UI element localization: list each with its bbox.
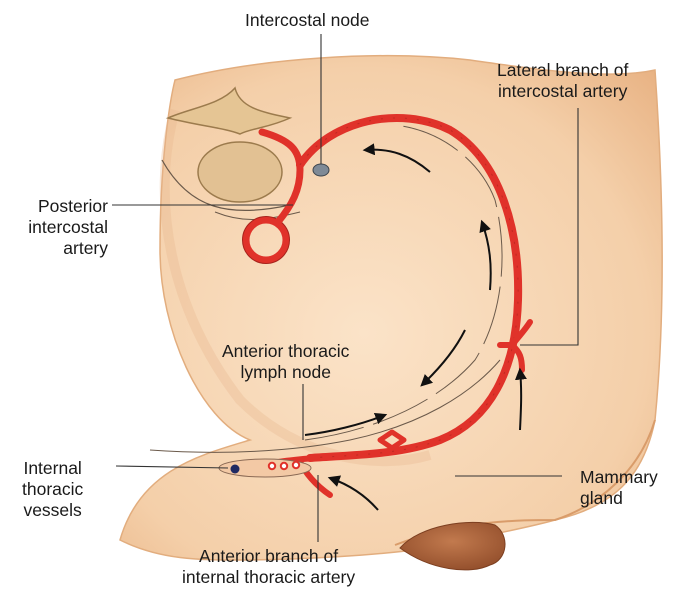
- label-internal-thoracic-line2: thoracic: [22, 479, 83, 500]
- label-anterior-branch-line1: Anterior branch of: [182, 546, 355, 567]
- vertebral-body: [198, 142, 282, 202]
- flow-arrow-lateral: [520, 370, 521, 430]
- label-lateral-branch: Lateral branch of intercostal artery: [497, 60, 628, 102]
- label-lateral-branch-line1: Lateral branch of: [497, 60, 628, 81]
- label-internal-thoracic-vessels: Internal thoracic vessels: [22, 458, 83, 521]
- label-mammary-gland: Mammary gland: [580, 467, 658, 509]
- label-anterior-thoracic-line1: Anterior thoracic: [222, 341, 349, 362]
- label-intercostal-node-text: Intercostal node: [245, 10, 370, 31]
- label-anterior-branch-line2: internal thoracic artery: [182, 567, 355, 588]
- label-mammary-line1: Mammary: [580, 467, 658, 488]
- label-posterior-line2: intercostal: [28, 217, 108, 238]
- label-lateral-branch-line2: intercostal artery: [497, 81, 628, 102]
- label-anterior-branch: Anterior branch of internal thoracic art…: [182, 546, 355, 588]
- label-intercostal-node: Intercostal node: [245, 10, 370, 31]
- label-anterior-thoracic-lymph-node: Anterior thoracic lymph node: [222, 341, 349, 383]
- label-internal-thoracic-line3: vessels: [22, 500, 83, 521]
- intercostal-lymph-node: [313, 164, 329, 176]
- label-mammary-line2: gland: [580, 488, 658, 509]
- internal-thoracic-node-1: [269, 463, 275, 469]
- internal-thoracic-vein: [231, 465, 240, 474]
- internal-thoracic-node-3: [293, 462, 299, 468]
- internal-thoracic-node-2: [281, 463, 287, 469]
- label-posterior-line1: Posterior: [28, 196, 108, 217]
- label-posterior-line3: artery: [28, 238, 108, 259]
- label-internal-thoracic-line1: Internal: [22, 458, 83, 479]
- label-anterior-thoracic-line2: lymph node: [222, 362, 349, 383]
- label-posterior-intercostal-artery: Posterior intercostal artery: [28, 196, 108, 259]
